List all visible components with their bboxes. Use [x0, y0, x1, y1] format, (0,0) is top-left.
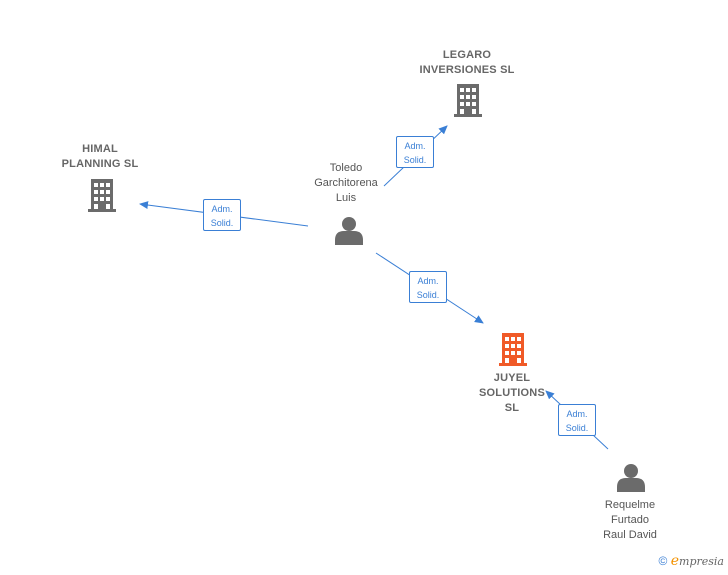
role-badge-line1: Adm. — [566, 409, 588, 419]
role-badge-toledo-himal: Adm. Solid. — [203, 199, 241, 231]
role-badge-line2: Solid. — [565, 423, 589, 433]
role-badge-line1: Adm. — [404, 141, 426, 151]
role-badge-line2: Solid. — [416, 290, 440, 300]
role-badge-toledo-juyel: Adm. Solid. — [409, 271, 447, 303]
legaro-label[interactable]: LEGARO INVERSIONES SL — [419, 49, 515, 76]
legaro-building-icon[interactable] — [454, 84, 482, 117]
empresia-watermark: © empresia — [659, 553, 724, 569]
role-badge-line2: Solid. — [210, 218, 234, 228]
toledo-label[interactable]: Toledo Garchitorena Luis — [314, 162, 378, 204]
role-badge-line2: Solid. — [403, 155, 427, 165]
juyel-label[interactable]: JUYEL SOLUTIONS SL — [479, 372, 545, 414]
role-badge-requelme-juyel: Adm. Solid. — [558, 404, 596, 436]
requelme-person-icon[interactable] — [617, 464, 645, 492]
copyright-icon: © — [658, 554, 668, 568]
empresia-logo-initial: e — [670, 553, 680, 569]
himal-label[interactable]: HIMAL PLANNING SL — [61, 143, 139, 170]
empresia-logo-text: mpresia — [679, 555, 724, 568]
toledo-person-icon[interactable] — [335, 217, 363, 245]
himal-building-icon[interactable] — [88, 179, 116, 212]
juyel-building-icon[interactable] — [499, 333, 527, 366]
requelme-label[interactable]: Requelme Furtado Raul David — [603, 499, 657, 541]
empresia-logo: empresia — [670, 553, 724, 569]
role-badge-toledo-legaro: Adm. Solid. — [396, 136, 434, 168]
role-badge-line1: Adm. — [211, 204, 233, 214]
role-badge-line1: Adm. — [417, 276, 439, 286]
